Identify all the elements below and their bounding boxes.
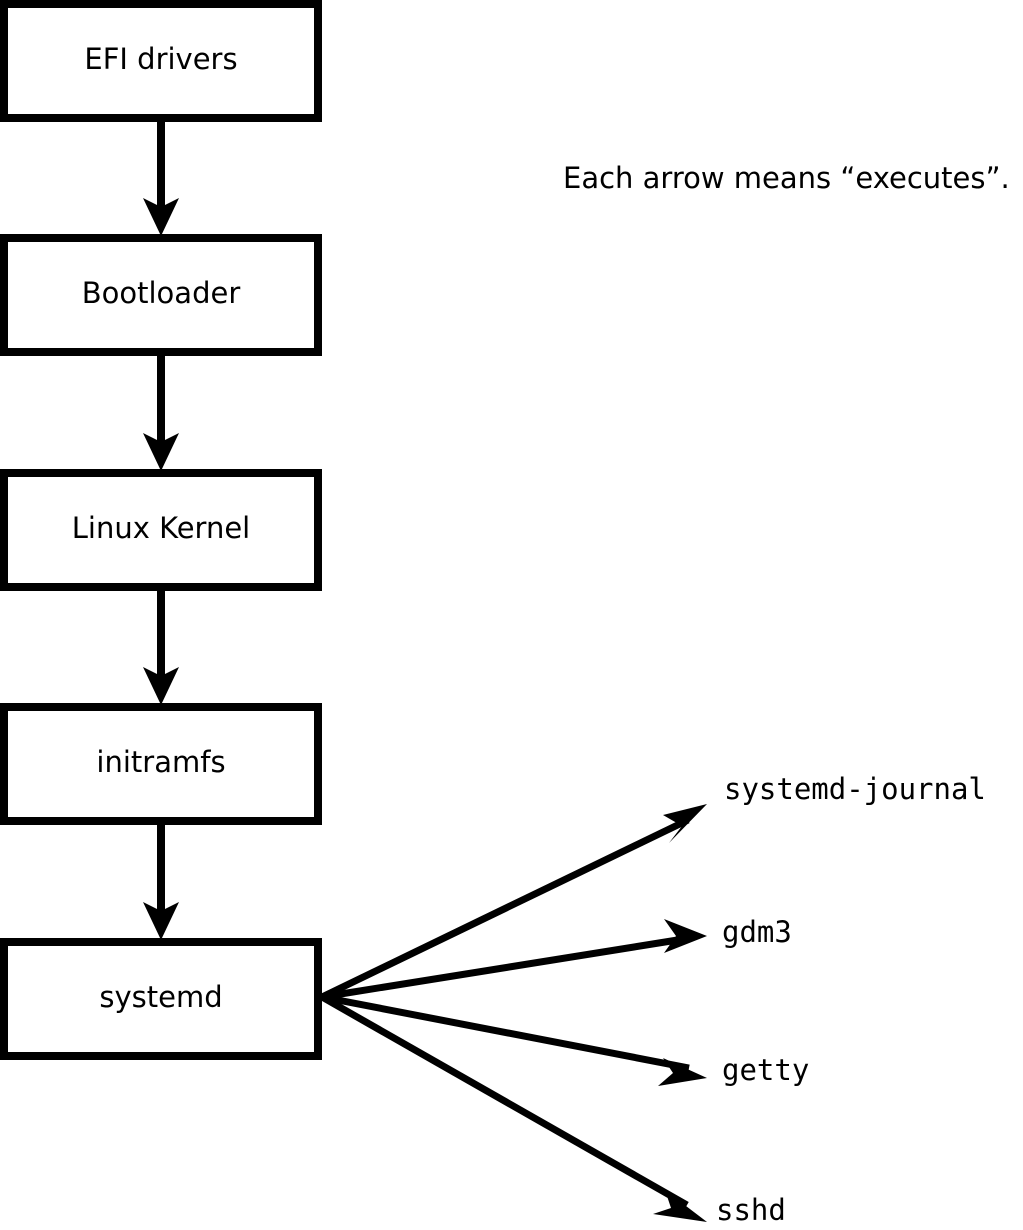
- service-label-sshd: sshd: [716, 1193, 786, 1227]
- node-bootloader[interactable]: Bootloader: [0, 234, 322, 356]
- node-efi-drivers[interactable]: EFI drivers: [0, 0, 322, 122]
- chain-arrow-kernel-to-initramfs: [143, 587, 179, 705]
- node-systemd[interactable]: systemd: [0, 938, 322, 1060]
- fanout-arrow-getty: [321, 993, 707, 1086]
- node-label-efi-drivers: EFI drivers: [84, 42, 237, 76]
- chain-arrow-efi-to-bootloader: [143, 118, 179, 236]
- node-linux-kernel[interactable]: Linux Kernel: [0, 469, 322, 591]
- legend-text: Each arrow means “executes”.: [563, 161, 1010, 195]
- node-label-linux-kernel: Linux Kernel: [72, 511, 250, 545]
- chain-arrow-bootloader-to-kernel: [143, 352, 179, 471]
- service-label-gdm3: gdm3: [722, 915, 792, 949]
- node-label-systemd: systemd: [99, 980, 222, 1014]
- node-initramfs[interactable]: initramfs: [0, 703, 322, 825]
- node-label-initramfs: initramfs: [96, 745, 225, 779]
- node-label-bootloader: Bootloader: [82, 276, 241, 310]
- service-label-systemd-journal: systemd-journal: [724, 772, 986, 806]
- fanout-arrow-sshd: [320, 993, 707, 1222]
- service-label-getty: getty: [722, 1053, 809, 1087]
- fanout-arrow-gdm3: [321, 919, 707, 1001]
- chain-arrow-initramfs-to-systemd: [143, 821, 179, 940]
- fanout-arrow-systemd-journal: [320, 804, 707, 1001]
